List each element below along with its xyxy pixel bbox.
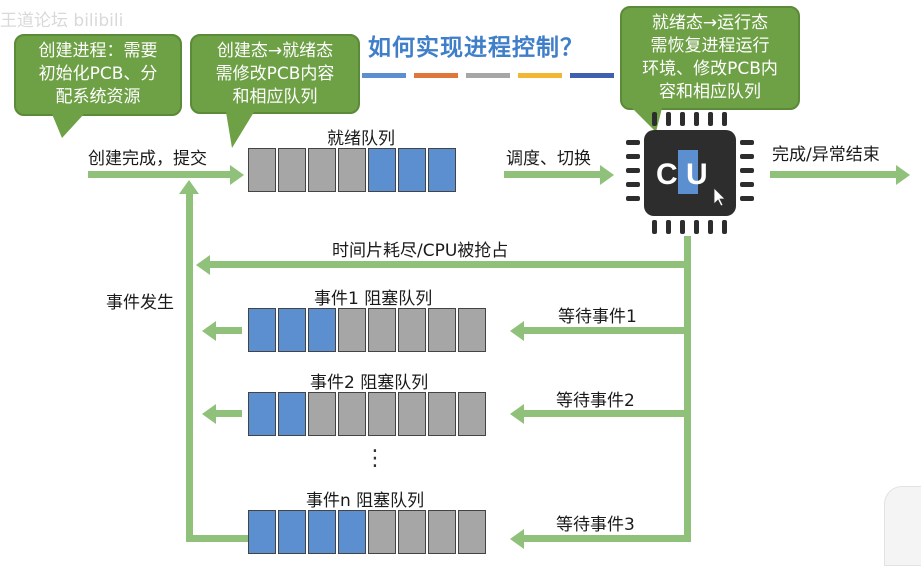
queue-slot-pcb <box>308 510 336 554</box>
create-complete-label: 创建完成，提交 <box>88 149 207 169</box>
queue-slot-empty <box>428 308 456 352</box>
ready-queue-label: 就绪队列 <box>327 129 395 149</box>
finish-arrow <box>770 171 898 178</box>
block-queue-n-label: 事件n 阻塞队列 <box>306 491 425 511</box>
callout-line: 就绪态→运行态 <box>651 13 769 33</box>
queue-slot-empty <box>458 510 486 554</box>
wait1-arrow <box>524 327 688 334</box>
block1-out-arrowhead <box>202 321 216 341</box>
finish-arrowhead <box>896 165 910 185</box>
callout-tail <box>52 114 84 138</box>
event-arrowhead <box>179 180 199 194</box>
callout-line: 环境、修改PCB内 <box>642 59 778 79</box>
queue-slot-empty <box>278 148 306 192</box>
queue-slot-pcb <box>248 308 276 352</box>
queue-slot-empty <box>338 392 366 436</box>
queue-slot-empty <box>458 308 486 352</box>
cpu-return-trunk <box>684 236 691 542</box>
queue-slot-empty <box>398 392 426 436</box>
callout-line: 容和相应队列 <box>659 82 761 102</box>
event-trunk <box>186 192 193 542</box>
underline-seg <box>362 73 406 78</box>
queue-slot-pcb <box>248 392 276 436</box>
queue-slot-pcb <box>338 510 366 554</box>
wait2-arrow <box>524 410 688 417</box>
create-arrowhead <box>230 165 244 185</box>
queue-slot-empty <box>338 308 366 352</box>
callout-line: 创建态→就绪态 <box>216 41 334 61</box>
queue-slot-pcb <box>248 510 276 554</box>
queue-slot-empty <box>308 148 336 192</box>
underline-seg <box>414 73 458 78</box>
queue-slot-empty <box>308 392 336 436</box>
cpu-chip-icon: C U <box>626 112 754 234</box>
block2-out-arrowhead <box>202 404 216 424</box>
queue-slot-empty <box>458 392 486 436</box>
underline-seg <box>466 73 510 78</box>
callout-line: 初始化PCB、分 <box>38 64 158 84</box>
callout-line: 和相应队列 <box>232 87 318 107</box>
block-queue-n <box>248 510 488 554</box>
underline-seg <box>518 73 562 78</box>
underline-seg <box>570 73 614 78</box>
wait3-arrow <box>524 535 688 542</box>
queue-slot-empty <box>428 392 456 436</box>
watermark: 王道论坛 bilibili <box>0 11 124 31</box>
dispatch-arrowhead <box>600 165 614 185</box>
wait3-arrowhead <box>510 529 524 549</box>
queue-slot-pcb <box>398 148 426 192</box>
wait1-arrowhead <box>510 321 524 341</box>
block1-out-arrow <box>216 327 242 334</box>
block-queue-2 <box>248 392 488 436</box>
event-bottom-link <box>186 535 248 542</box>
block-queue-1 <box>248 308 488 352</box>
block2-out-arrow <box>216 410 242 417</box>
callout-line: 需恢复进程运行 <box>650 36 770 56</box>
queue-slot-empty <box>398 308 426 352</box>
queue-slot-empty <box>338 148 366 192</box>
queue-slot-empty <box>248 148 276 192</box>
ready-queue <box>248 148 458 192</box>
callout-tail <box>226 112 254 148</box>
queue-slot-pcb <box>278 308 306 352</box>
queue-slot-empty <box>368 510 396 554</box>
queue-slot-pcb <box>368 148 396 192</box>
timeslice-arrowhead <box>196 255 210 275</box>
queue-slot-empty <box>428 510 456 554</box>
mouse-cursor-icon <box>713 187 726 207</box>
callout-ready-to-run: 就绪态→运行态 需恢复进程运行 环境、修改PCB内 容和相应队列 <box>620 6 800 110</box>
queue-slot-pcb <box>278 392 306 436</box>
timeslice-label: 时间片耗尽/CPU被抢占 <box>332 241 509 261</box>
dispatch-label: 调度、切换 <box>506 149 591 169</box>
diagram-title: 如何实现进程控制？ <box>368 35 584 61</box>
queue-ellipsis: ⋮ <box>364 446 386 471</box>
dispatch-arrow <box>504 171 600 178</box>
wait-1-label: 等待事件1 <box>558 307 637 327</box>
queue-slot-pcb <box>428 148 456 192</box>
block-queue-2-label: 事件2 阻塞队列 <box>310 373 429 393</box>
callout-create-to-ready: 创建态→就绪态 需修改PCB内容 和相应队列 <box>190 34 360 114</box>
queue-slot-pcb <box>278 510 306 554</box>
callout-line: 配系统资源 <box>55 87 141 107</box>
timeslice-arrow <box>210 261 688 268</box>
queue-slot-empty <box>368 308 396 352</box>
callout-line: 创建进程：需要 <box>38 41 158 61</box>
queue-slot-empty <box>368 392 396 436</box>
create-arrow <box>88 171 230 178</box>
cpu-letters: C U <box>656 158 708 191</box>
queue-slot-pcb <box>308 308 336 352</box>
wait-2-label: 等待事件2 <box>556 391 635 411</box>
corner-overlay <box>884 486 921 566</box>
callout-create: 创建进程：需要 初始化PCB、分 配系统资源 <box>14 34 182 116</box>
block-queue-1-label: 事件1 阻塞队列 <box>314 289 433 309</box>
event-occur-label: 事件发生 <box>106 293 174 313</box>
callout-line: 需修改PCB内容 <box>215 64 335 84</box>
finish-label: 完成/异常结束 <box>772 145 880 165</box>
wait-3-label: 等待事件3 <box>556 515 635 535</box>
queue-slot-empty <box>398 510 426 554</box>
wait2-arrowhead <box>510 404 524 424</box>
